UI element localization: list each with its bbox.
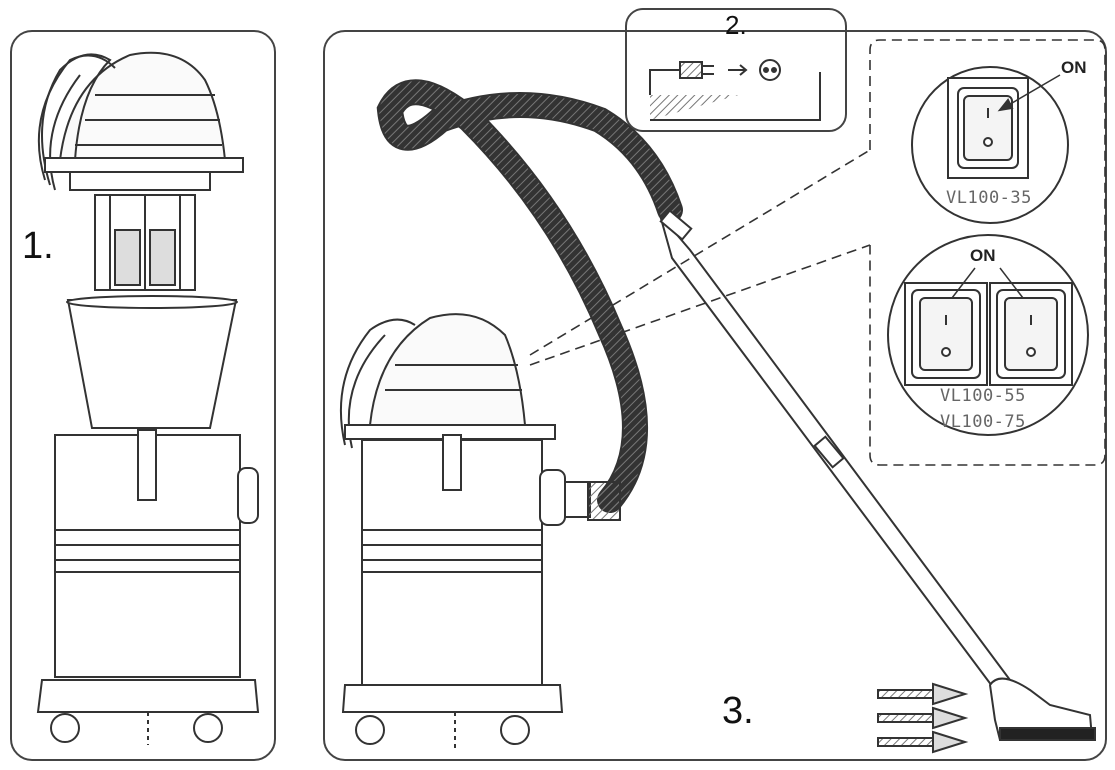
on-label-double: ON (970, 246, 996, 265)
model-label-vl100-35: VL100-35 (946, 188, 1032, 208)
model-label-vl100-75: VL100-75 (940, 412, 1026, 432)
step-number-1: 1. (22, 225, 54, 267)
on-label-single: ON (1061, 58, 1087, 77)
step-number-3: 3. (722, 690, 754, 732)
model-label-vl100-55: VL100-55 (940, 386, 1026, 406)
assembled-vacuum (339, 313, 591, 748)
exploded-vacuum (36, 51, 260, 745)
single-switch-zoom (911, 66, 1069, 224)
step2-panel (625, 8, 847, 132)
step-number-2: 2. (725, 10, 747, 40)
double-switch-zoom (887, 234, 1089, 436)
plug-socket-icon (649, 59, 821, 121)
callout-lines (529, 39, 1106, 466)
airflow-arrows (877, 682, 969, 754)
wand (659, 209, 1096, 742)
hose (376, 79, 683, 521)
